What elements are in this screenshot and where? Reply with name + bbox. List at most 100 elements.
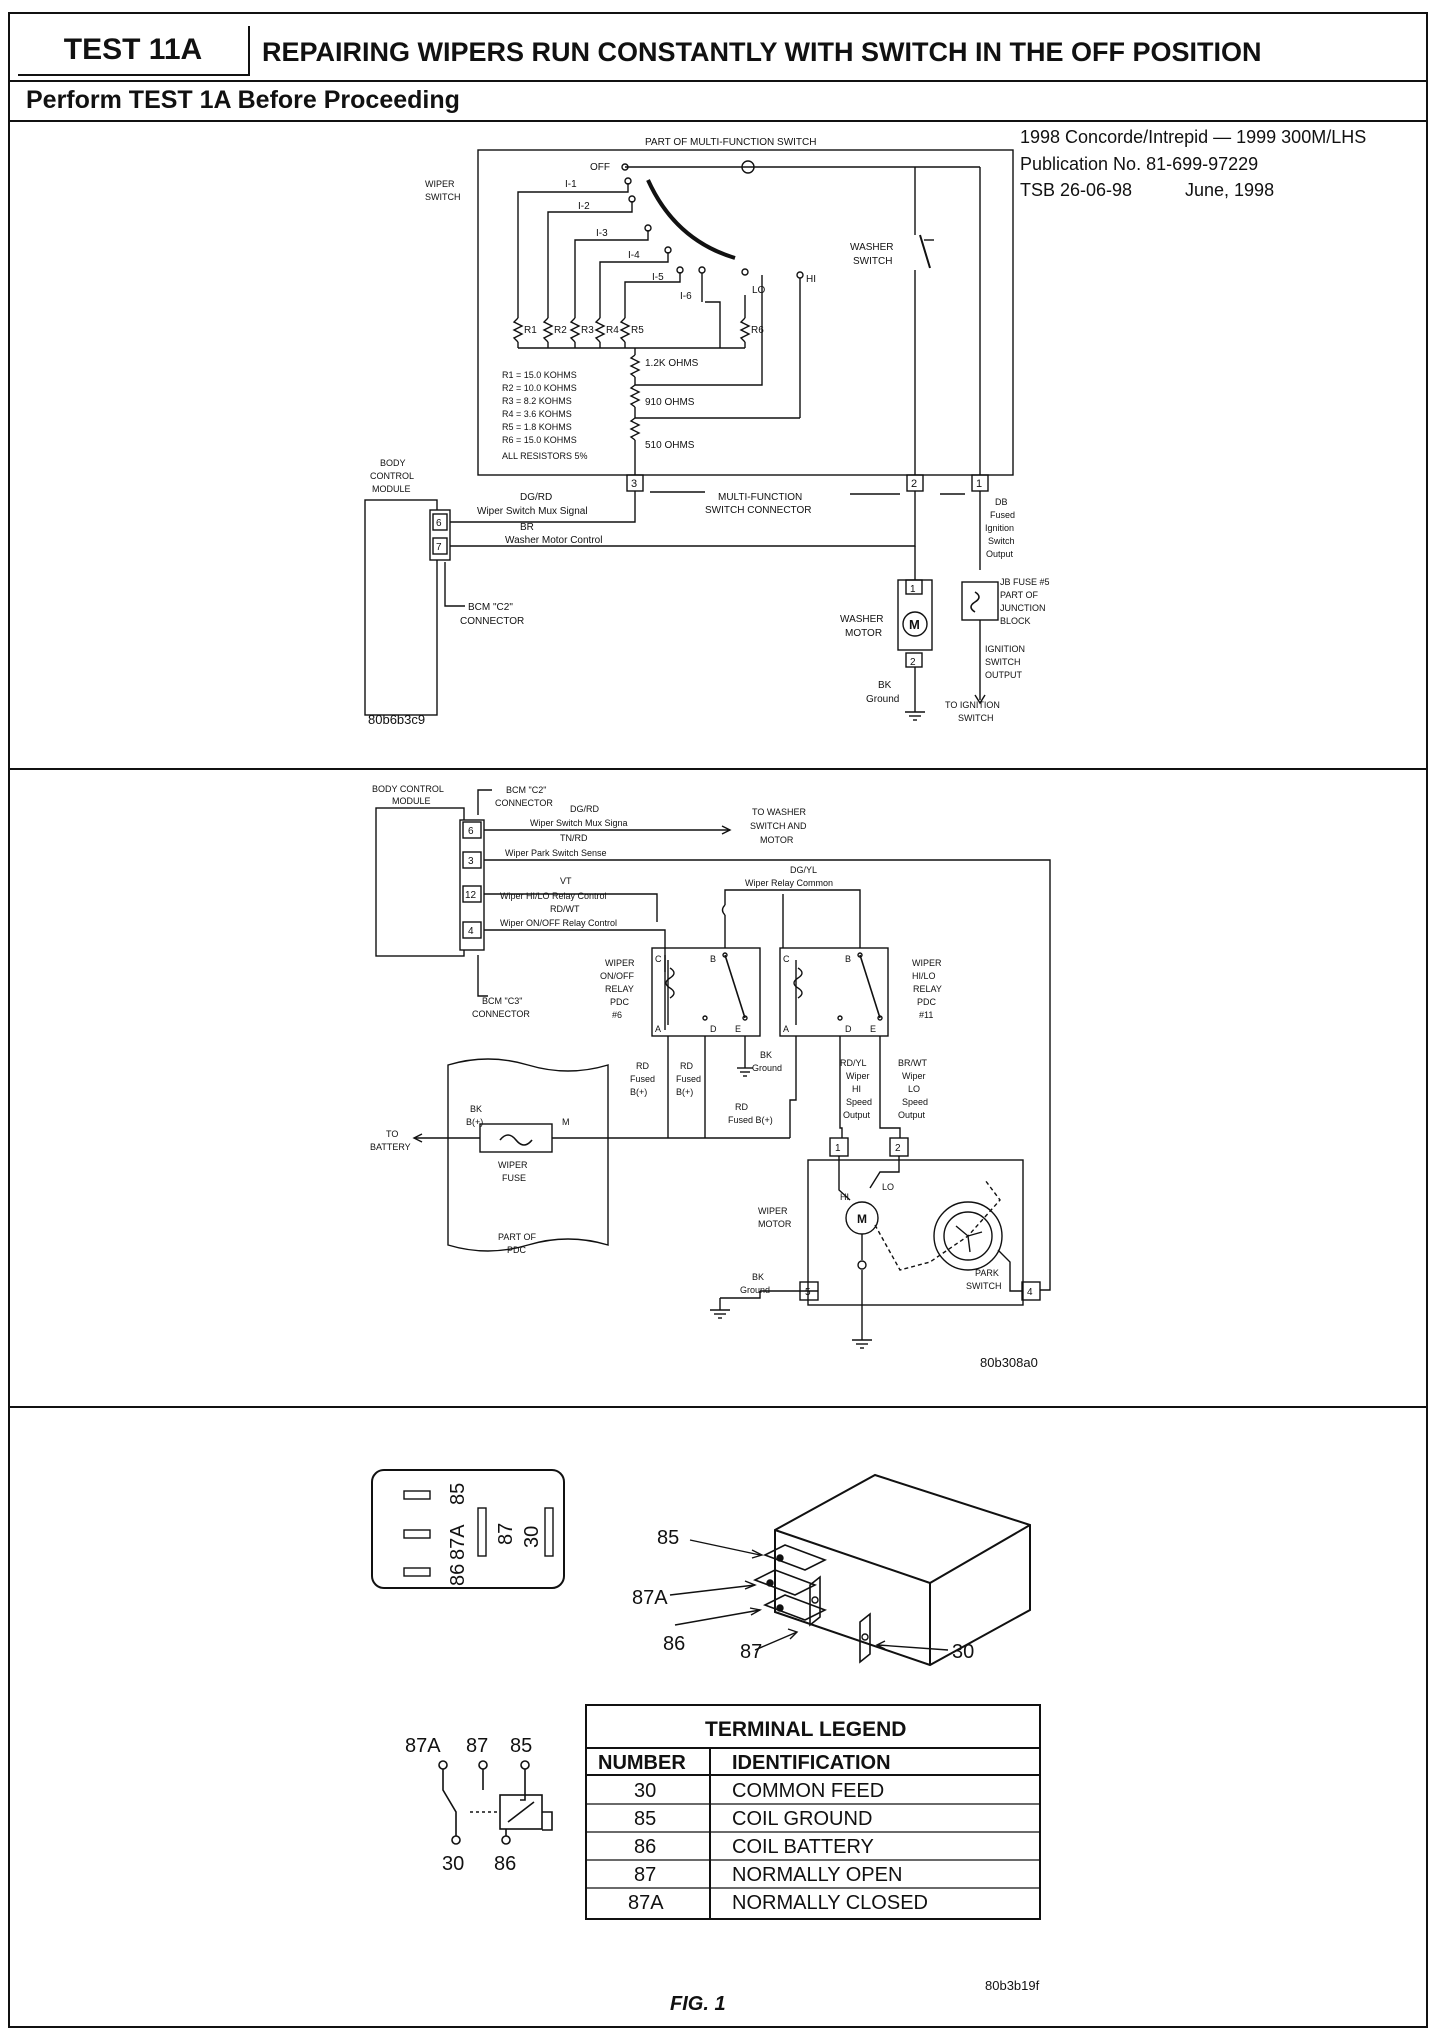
- series-r2: 910 OHMS: [645, 397, 695, 408]
- mf-pin-3: 3: [631, 478, 637, 490]
- d1-wire2-color: BR: [520, 522, 534, 533]
- part-of-pdc-1: PART OF: [498, 1232, 537, 1242]
- relay-term-86: 86: [663, 1633, 685, 1655]
- jb-fuse-1: JB FUSE #5: [1000, 577, 1050, 587]
- motor-ground-1: BK: [752, 1272, 764, 1282]
- r6-label: R6: [751, 325, 764, 336]
- page-frame: [8, 12, 1428, 2028]
- terminal-legend: [585, 1704, 1041, 1920]
- washer-switch-label-1: WASHER: [850, 242, 894, 253]
- w4-name: Wiper ON/OFF Relay Control: [500, 918, 617, 928]
- pos-i3: I-3: [596, 228, 608, 239]
- top-85: 85: [447, 1483, 469, 1505]
- part-of-switch-label: PART OF MULTI-FUNCTION SWITCH: [645, 137, 816, 148]
- legend-row4-number: 87: [634, 1864, 656, 1886]
- test-id: TEST 11A: [18, 26, 250, 76]
- to-washer-3: MOTOR: [760, 835, 794, 845]
- washer-motor-label-1: WASHER: [840, 614, 884, 625]
- hi-speed-1: RD/YL: [840, 1058, 867, 1068]
- w3-name: Wiper HI/LO Relay Control: [500, 891, 607, 901]
- rv5: R5 = 1.8 KOHMS: [502, 422, 572, 432]
- wmotor-pin-4: 4: [1027, 1287, 1033, 1298]
- bcm-c2-label-2: CONNECTOR: [460, 616, 524, 627]
- multi-function-switch-outline: [477, 149, 1014, 476]
- rd-fused-2b: Fused: [676, 1074, 701, 1084]
- to-washer-2: SWITCH AND: [750, 821, 807, 831]
- pos-hi: HI: [806, 274, 816, 285]
- wm-pin-2: 2: [910, 657, 916, 668]
- r1-d: D: [710, 1024, 717, 1034]
- relay-common-color: DG/YL: [790, 865, 817, 875]
- legend-row5-number: 87A: [628, 1892, 664, 1914]
- r2-e: E: [870, 1024, 876, 1034]
- series-r3: 510 OHMS: [645, 440, 695, 451]
- wiper-fuse-1: WIPER: [498, 1160, 528, 1170]
- bk-ground-a: BK: [760, 1050, 772, 1060]
- wmotor-pin-5: 5: [805, 1287, 811, 1298]
- legend-row3-id: COIL BATTERY: [732, 1836, 874, 1858]
- diagram2-id: 80b308a0: [980, 1355, 1038, 1370]
- top-87: 87: [495, 1523, 517, 1545]
- legend-row3-number: 86: [634, 1836, 656, 1858]
- w4-color: RD/WT: [550, 904, 580, 914]
- battery-wire-1: BK: [470, 1104, 482, 1114]
- r1-b: B: [710, 954, 716, 964]
- wm-pin-1: 1: [910, 584, 916, 595]
- sch-86: 86: [494, 1853, 516, 1875]
- r1-c: C: [655, 954, 662, 964]
- bcm-label-2: CONTROL: [370, 471, 414, 481]
- legend-row2-id: COIL GROUND: [732, 1808, 872, 1830]
- w3-color: VT: [560, 876, 572, 886]
- rd-fused-3b: Fused B(+): [728, 1115, 773, 1125]
- ign-output-3: OUTPUT: [985, 670, 1023, 680]
- r1-label: R1: [524, 325, 537, 336]
- hi-speed-2: Wiper: [846, 1071, 870, 1081]
- w1-name: Wiper Switch Mux Signa: [530, 818, 628, 828]
- relay1-3: RELAY: [605, 984, 634, 994]
- fuse-m: M: [562, 1117, 570, 1127]
- washer-motor-symbol: M: [909, 617, 920, 632]
- db-wire-4: Switch: [988, 536, 1015, 546]
- legend-row1-number: 30: [634, 1780, 656, 1802]
- r1-e: E: [735, 1024, 741, 1034]
- r2-label: R2: [554, 325, 567, 336]
- to-washer-1: TO WASHER: [752, 807, 807, 817]
- lo-speed-5: Output: [898, 1110, 926, 1120]
- r2-c: C: [783, 954, 790, 964]
- db-wire-2: Fused: [990, 510, 1015, 520]
- legend-header-id: IDENTIFICATION: [732, 1752, 891, 1774]
- jb-fuse-2: PART OF: [1000, 590, 1039, 600]
- legend-row2-number: 85: [634, 1808, 656, 1830]
- r2-a: A: [783, 1024, 789, 1034]
- ign-output-1: IGNITION: [985, 644, 1025, 654]
- relay2-4: PDC: [917, 997, 937, 1007]
- lo-speed-2: Wiper: [902, 1071, 926, 1081]
- legend-header-number: NUMBER: [598, 1752, 686, 1774]
- relay1-2: ON/OFF: [600, 971, 634, 981]
- wiper-switch-label-1: WIPER: [425, 179, 455, 189]
- header-divider: [10, 80, 1426, 82]
- park-switch-1: PARK: [975, 1268, 999, 1278]
- lo-speed-3: LO: [908, 1084, 920, 1094]
- to-battery-1: TO: [386, 1129, 398, 1139]
- page-subtitle: Perform TEST 1A Before Proceeding: [26, 86, 460, 114]
- wiper-switch-label-2: SWITCH: [425, 192, 461, 202]
- bcm2-c2-1: BCM "C2": [506, 785, 546, 795]
- jb-fuse-4: BLOCK: [1000, 616, 1031, 626]
- washer-motor-label-2: MOTOR: [845, 628, 882, 639]
- jb-fuse-3: JUNCTION: [1000, 603, 1046, 613]
- rv6: R6 = 15.0 KOHMS: [502, 435, 577, 445]
- lo-speed-1: BR/WT: [898, 1058, 927, 1068]
- rd-fused-2a: RD: [680, 1061, 693, 1071]
- publication-date: June, 1998: [1185, 180, 1274, 200]
- relay2-2: HI/LO: [912, 971, 936, 981]
- motor-ground-2: Ground: [740, 1285, 770, 1295]
- relay-body: [774, 1473, 1031, 1667]
- r4-label: R4: [606, 325, 619, 336]
- bcm2-pin-12: 12: [465, 890, 477, 901]
- bcm2-pin-3: 3: [468, 856, 474, 867]
- bcm2-c3-1: BCM "C3": [482, 996, 522, 1006]
- section-divider-2: [10, 1406, 1426, 1408]
- rd-fused-1a: RD: [636, 1061, 649, 1071]
- d1-wire1-color: DG/RD: [520, 492, 552, 503]
